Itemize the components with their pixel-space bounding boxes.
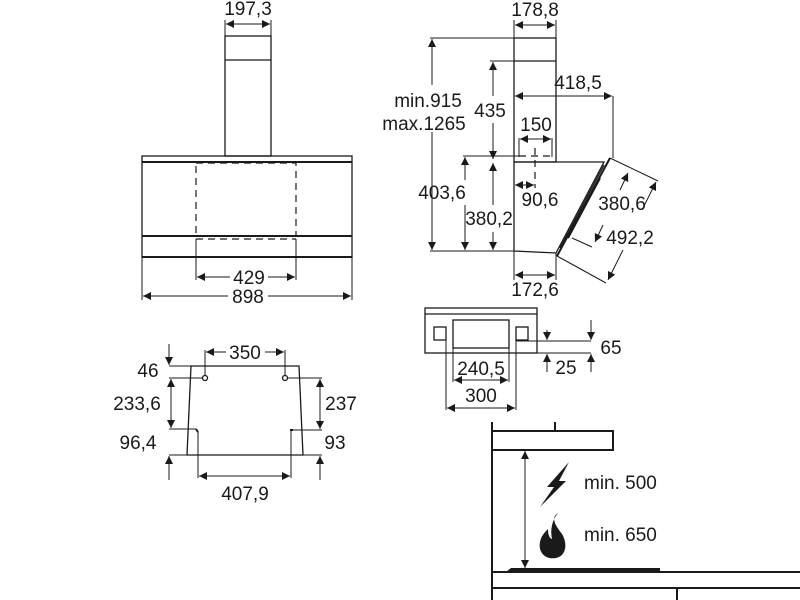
offset-large-label: 65 bbox=[600, 338, 621, 359]
side-chimney bbox=[513, 37, 557, 163]
electric-min-label: min. 500 bbox=[584, 473, 657, 494]
body-outer-height-label: 403,6 bbox=[418, 183, 466, 204]
total-height-min-label: min.915 bbox=[394, 91, 462, 112]
panel-inner-dim-bottom bbox=[594, 224, 604, 243]
flame-icon bbox=[539, 513, 566, 559]
mounting-plate-view: 350 46 233,6 96,4 237 93 407,9 bbox=[113, 343, 357, 505]
glass-panel-inner bbox=[567, 177, 601, 239]
lightning-bolt-icon bbox=[540, 462, 569, 507]
right-bottom-label: 93 bbox=[324, 433, 345, 454]
top-view-duct-opening bbox=[452, 319, 510, 349]
top-inner-width-label: 240,5 bbox=[457, 359, 505, 380]
panel-outer-label: 492,2 bbox=[606, 228, 654, 249]
offset-small-label: 25 bbox=[555, 358, 576, 379]
total-width-label: 898 bbox=[232, 287, 264, 308]
top-view: 25 65 240,5 300 bbox=[424, 307, 622, 412]
duct-offset-label: 90,6 bbox=[522, 190, 559, 211]
top-view-bracket-right bbox=[515, 326, 529, 341]
chimney-width-label: 197,3 bbox=[224, 0, 272, 20]
overall-depth-label: 418,5 bbox=[554, 73, 602, 94]
hidden-motor-outline bbox=[195, 162, 297, 237]
gas-min-label: min. 650 bbox=[584, 525, 657, 546]
chimney-height-label: 435 bbox=[474, 101, 506, 122]
mounting-hole-bottom-left bbox=[195, 428, 199, 433]
top-view-bracket-left bbox=[433, 326, 447, 341]
mounting-hole-top-right bbox=[281, 374, 289, 382]
top-outer-width-label: 300 bbox=[465, 386, 497, 407]
left-vertical-label: 233,6 bbox=[113, 394, 161, 415]
chimney-depth-label: 178,8 bbox=[511, 0, 559, 21]
top-view-body bbox=[424, 307, 538, 354]
ext-line bbox=[571, 237, 593, 248]
mounting-plate-outline bbox=[186, 365, 304, 456]
body-inner-height-label: 380,2 bbox=[465, 209, 513, 230]
hole-spacing-bottom-label: 407,9 bbox=[221, 484, 269, 505]
glass-panel-edge bbox=[559, 164, 605, 249]
right-vertical-label: 237 bbox=[325, 394, 357, 415]
mounting-hole-top-left bbox=[201, 374, 209, 382]
duct-width-label: 150 bbox=[520, 115, 552, 136]
installed-hood bbox=[491, 430, 614, 451]
ext-line bbox=[609, 157, 659, 182]
top-offset-label: 46 bbox=[137, 361, 158, 382]
installation-view: min. 500 min. 650 bbox=[491, 422, 800, 600]
panel-inner-dim-top bbox=[619, 172, 629, 191]
hole-spacing-top-label: 350 bbox=[229, 343, 261, 364]
total-height-max-label: max.1265 bbox=[382, 114, 465, 135]
ext-line bbox=[556, 255, 607, 284]
side-view: 178,8 min.915 max.1265 435 418,5 150 90,… bbox=[382, 0, 659, 301]
front-view: 197,3 429 898 bbox=[141, 0, 353, 308]
front-chimney bbox=[224, 35, 272, 157]
panel-outer-dim-top bbox=[641, 181, 657, 211]
inner-width-label: 429 bbox=[233, 268, 265, 289]
panel-outer-dim-bottom bbox=[607, 249, 624, 281]
left-bottom-label: 96,4 bbox=[120, 433, 157, 454]
bottom-depth-label: 172,6 bbox=[511, 280, 559, 301]
panel-inner-label: 380,6 bbox=[598, 194, 646, 215]
front-body bbox=[141, 155, 353, 258]
